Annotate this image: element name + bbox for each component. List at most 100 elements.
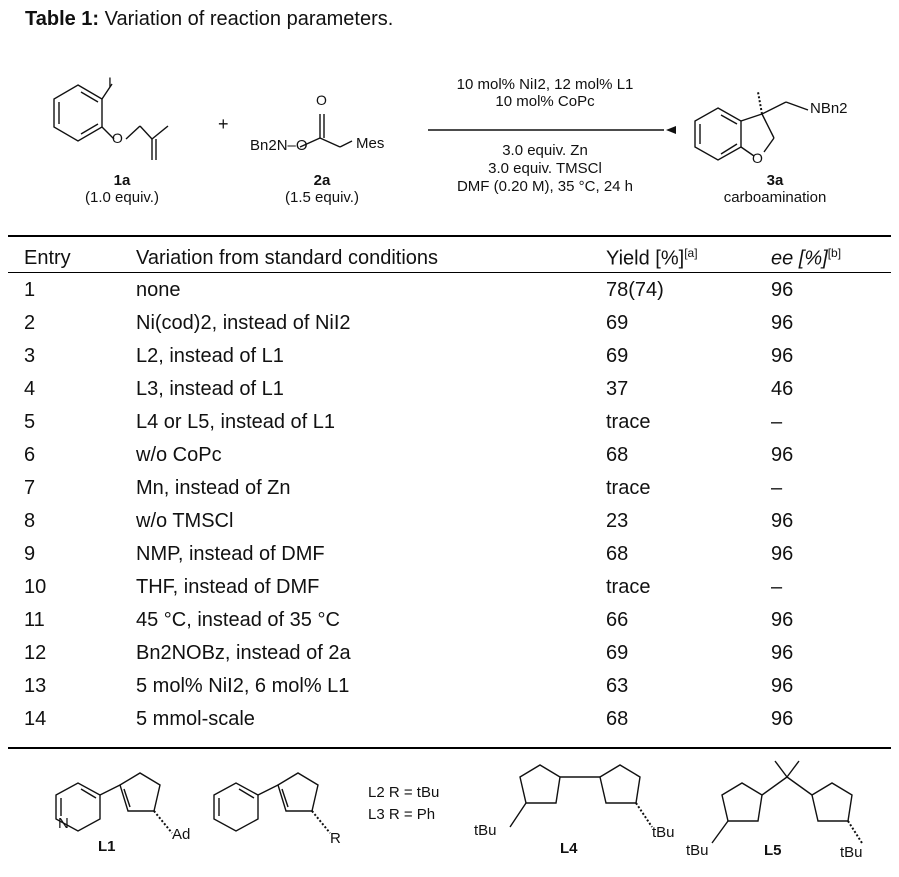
ligand-drawing (55, 760, 863, 844)
variation-cell: 45 °C, instead of 35 °C (136, 609, 340, 631)
scheme-drawing (53, 83, 809, 161)
header-yield-text: Yield [%] (606, 247, 685, 270)
variation-cell: L3, instead of L1 (136, 378, 284, 400)
carbonyl-oxygen-label: O (316, 92, 327, 108)
ee-cell: 96 (771, 642, 794, 664)
compound-3a-name: carboamination (723, 189, 827, 206)
table-row: 9 NMP, instead of DMF 68 96 (8, 538, 891, 571)
ligand-l2-desc: L2 R = tBu (368, 784, 440, 801)
ee-cell: – (771, 411, 783, 433)
entry-cell: 5 (24, 411, 36, 433)
yield-cell: 68 (606, 543, 629, 565)
conditions-line-3: 3.0 equiv. Zn (502, 142, 588, 159)
compound-2a-label: 2a(1.5 equiv.) (262, 172, 382, 206)
yield-cell: 69 (606, 642, 629, 664)
ligand-structures (0, 755, 899, 877)
results-table: Entry Variation from standard conditions… (8, 242, 891, 736)
ee-cell: 96 (771, 609, 794, 631)
ligand-l3-desc: L3 R = Ph (368, 806, 436, 823)
ee-cell: 96 (771, 345, 794, 367)
ee-cell: 96 (771, 312, 794, 334)
ee-cell: 96 (771, 543, 794, 565)
ligand-l5-id: L5 (764, 842, 782, 859)
yield-cell: trace (606, 576, 651, 598)
variation-cell: L2, instead of L1 (136, 345, 284, 367)
bn2n-o-label: Bn2N–O (250, 137, 308, 154)
header-yield: Yield [%][a] (606, 242, 771, 274)
header-yield-note: [a] (684, 245, 698, 260)
oxygen-atom-label: O (112, 130, 123, 146)
variation-cell: THF, instead of DMF (136, 576, 320, 598)
ee-cell: 96 (771, 444, 794, 466)
yield-cell: 69 (606, 312, 629, 334)
variation-cell: Bn2NOBz, instead of 2a (136, 642, 351, 664)
yield-cell: 66 (606, 609, 629, 631)
compound-1a-id: 1a (113, 172, 131, 189)
conditions-below: 3.0 equiv. Zn 3.0 equiv. TMSCl DMF (0.20… (420, 142, 670, 196)
yield-cell: 68 (606, 444, 629, 466)
ee-cell: – (771, 576, 783, 598)
ee-cell: 96 (771, 708, 794, 730)
entry-cell: 14 (24, 708, 47, 730)
conditions-line-2: 10 mol% CoPc (495, 93, 595, 110)
conditions-line-4: 3.0 equiv. TMSCl (488, 160, 602, 177)
ligand-l4-sub-left: tBu (474, 822, 497, 839)
ligand-l1-id: L1 (98, 838, 116, 855)
entry-cell: 10 (24, 576, 47, 598)
yield-cell: 68 (606, 708, 629, 730)
compound-1a-label: 1a(1.0 equiv.) (62, 172, 182, 206)
nbn2-label: NBn2 (810, 100, 848, 117)
ligand-l4-sub-right: tBu (652, 824, 675, 841)
conditions-line-5: DMF (0.20 M), 35 °C, 24 h (456, 178, 634, 195)
conditions-above: 10 mol% NiI2, 12 mol% L1 10 mol% CoPc (420, 76, 670, 110)
variation-cell: w/o TMSCl (136, 510, 234, 532)
variation-cell: L4 or L5, instead of L1 (136, 411, 336, 433)
entry-cell: 8 (24, 510, 36, 532)
table-row: 10 THF, instead of DMF trace – (8, 571, 891, 604)
compound-2a-equiv: (1.5 equiv.) (285, 189, 359, 206)
caption-label: Table 1: (25, 8, 100, 30)
table-header-row: Entry Variation from standard conditions… (8, 242, 891, 274)
entry-cell: 12 (24, 642, 47, 664)
plus-sign: + (218, 114, 229, 134)
yield-cell: 37 (606, 378, 629, 400)
entry-cell: 6 (24, 444, 36, 466)
table-header-rule (8, 272, 891, 273)
header-variation: Variation from standard conditions (136, 246, 439, 269)
variation-cell: none (136, 279, 181, 301)
yield-cell: 69 (606, 345, 629, 367)
yield-cell: 78(74) (606, 279, 664, 301)
header-ee-text: ee [%] (771, 247, 828, 270)
entry-cell: 11 (24, 609, 45, 631)
table-bottom-rule (8, 747, 891, 749)
entry-cell: 3 (24, 345, 36, 367)
ligand-l4-id: L4 (560, 840, 578, 857)
table-row: 3 L2, instead of L1 69 96 (8, 340, 891, 373)
ligand-l5-sub-right: tBu (840, 844, 863, 861)
entry-cell: 2 (24, 312, 36, 334)
product-oxygen-label: O (752, 150, 763, 166)
entry-cell: 7 (24, 477, 36, 499)
ligand-l1-sub: Ad (172, 826, 191, 843)
table-row: 12 Bn2NOBz, instead of 2a 69 96 (8, 637, 891, 670)
compound-2a-id: 2a (313, 172, 331, 189)
table-caption: Table 1: Variation of reaction parameter… (25, 8, 393, 31)
header-ee-note: [b] (827, 245, 842, 260)
table-top-rule (8, 235, 891, 237)
iodine-atom-label: I (108, 74, 112, 90)
compound-1a-equiv: (1.0 equiv.) (85, 189, 159, 206)
variation-cell: Mn, instead of Zn (136, 477, 291, 499)
variation-cell: NMP, instead of DMF (136, 543, 325, 565)
yield-cell: 23 (606, 510, 629, 532)
entry-cell: 9 (24, 543, 36, 565)
ee-cell: 96 (771, 675, 794, 697)
compound-3a-id: 3a (766, 172, 784, 189)
